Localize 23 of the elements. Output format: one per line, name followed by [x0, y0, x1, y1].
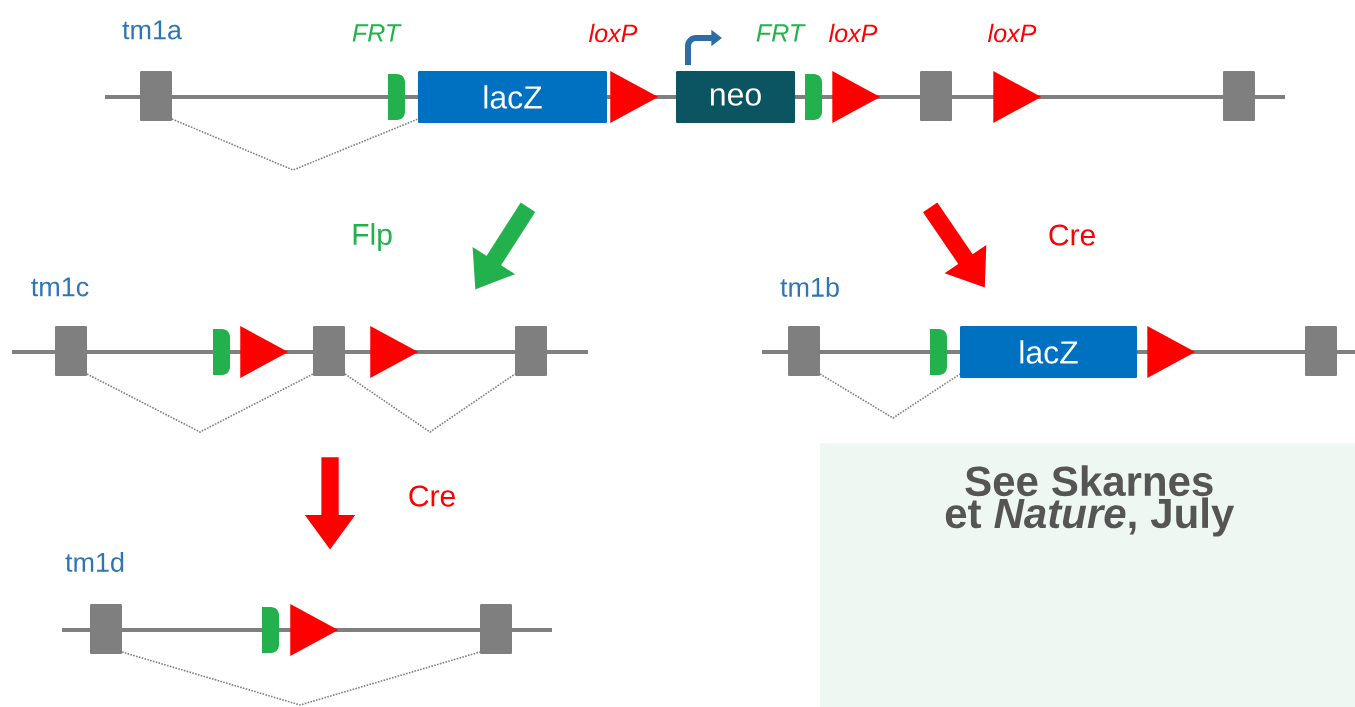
- loxp-triangle: [993, 71, 1042, 123]
- allele-label: tm1a: [122, 20, 182, 40]
- loxp-triangle: [290, 604, 339, 656]
- loxp-triangle: [370, 326, 419, 378]
- site-label: FRT: [756, 24, 806, 42]
- loxp-triangle: [610, 71, 659, 123]
- enzyme-label: Cre: [405, 482, 459, 510]
- cassette-box: neo: [676, 71, 795, 123]
- allele-label: tm1c: [31, 277, 89, 297]
- allele-label: tm1b: [780, 277, 839, 297]
- enzyme-label: Flp: [348, 220, 396, 254]
- loxp-triangle: [240, 326, 289, 378]
- cassette-box: lacZ: [418, 71, 607, 123]
- loxp-triangle: [1147, 326, 1196, 378]
- enzyme-label: Cre: [1045, 221, 1099, 249]
- site-label: loxP: [829, 23, 878, 43]
- loxp-triangle: [832, 71, 881, 123]
- allele-label: tm1d: [65, 552, 124, 572]
- note-box: See Skarnes et Nature, July: [820, 443, 1355, 707]
- cassette-box: lacZ: [960, 326, 1137, 378]
- site-label: FRT: [352, 24, 402, 42]
- site-label: loxP: [988, 23, 1037, 43]
- site-label: loxP: [589, 23, 638, 43]
